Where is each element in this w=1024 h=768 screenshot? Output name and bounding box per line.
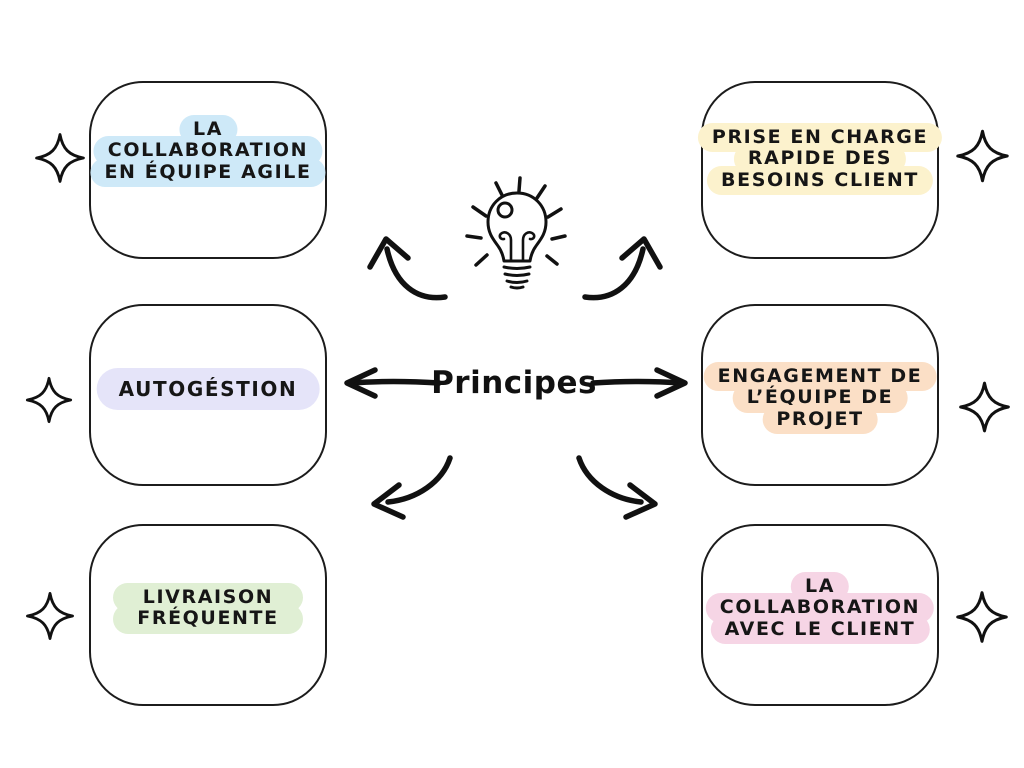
node-engagement-equipe-projet: ENGAGEMENT DE L’ÉQUIPE DE PROJET <box>701 304 939 486</box>
node-label-line: FRÉQUENTE <box>113 604 303 634</box>
node-label-line: L’ÉQUIPE DE <box>732 383 908 413</box>
node-label-line: AUTOGÉSTION <box>96 368 320 411</box>
center-title: Principes <box>431 365 597 401</box>
arrow-right-icon <box>588 366 694 400</box>
node-label-line: AVEC LE CLIENT <box>710 614 930 644</box>
arrow-down-left-icon <box>362 450 457 522</box>
node-label: LA COLLABORATION AVEC LE CLIENT <box>705 572 935 644</box>
node-prise-en-charge-besoins: PRISE EN CHARGE RAPIDE DES BESOINS CLIEN… <box>697 81 943 259</box>
node-label-line: EN ÉQUIPE AGILE <box>90 157 326 187</box>
arrow-up-left-icon <box>355 225 450 310</box>
node-collaboration-client: LA COLLABORATION AVEC LE CLIENT <box>701 524 939 706</box>
sparkle-icon <box>957 378 1012 436</box>
sparkle-icon <box>33 130 87 186</box>
arrow-down-right-icon <box>572 450 667 522</box>
node-label: AUTOGÉSTION <box>96 368 320 411</box>
node-label: ENGAGEMENT DE L’ÉQUIPE DE PROJET <box>703 362 937 434</box>
arrow-up-right-icon <box>580 222 675 307</box>
node-livraison-frequente: LIVRAISON FRÉQUENTE <box>89 524 327 706</box>
sparkle-icon <box>954 126 1011 186</box>
sparkle-icon <box>24 587 76 645</box>
node-label-line: BESOINS CLIENT <box>707 165 933 195</box>
lightbulb-icon <box>452 176 582 316</box>
node-label-line: PROJET <box>762 404 878 434</box>
node-label: LIVRAISON FRÉQUENTE <box>113 583 303 634</box>
node-collaboration-equipe-agile: LA COLLABORATION EN ÉQUIPE AGILE <box>89 81 327 259</box>
sparkle-icon <box>954 588 1010 646</box>
node-label: LA COLLABORATION EN ÉQUIPE AGILE <box>90 115 326 187</box>
arrow-left-icon <box>338 366 444 400</box>
node-autogestion: AUTOGÉSTION <box>89 304 327 486</box>
node-label: PRISE EN CHARGE RAPIDE DES BESOINS CLIEN… <box>697 123 943 195</box>
sparkle-icon <box>24 374 74 426</box>
